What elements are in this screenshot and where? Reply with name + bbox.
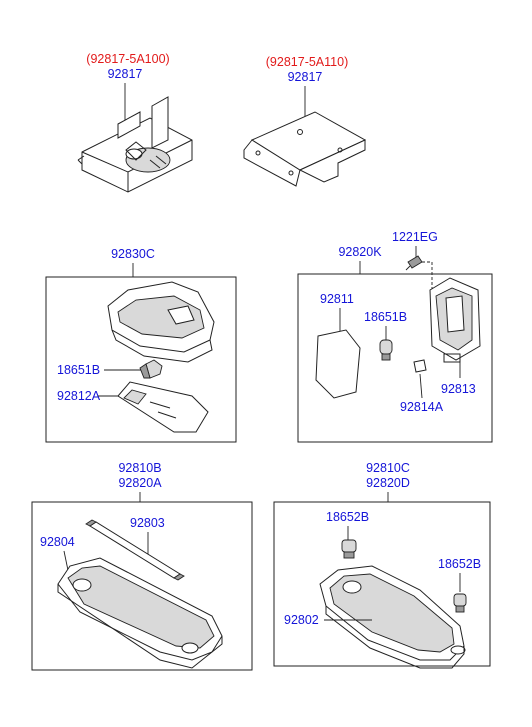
label-92820d: 92820D <box>366 476 410 490</box>
lamp-92802 <box>319 565 466 669</box>
lamp-92830c <box>107 281 215 363</box>
label-92811: 92811 <box>320 292 354 306</box>
label-1221eg: 1221EG <box>392 230 438 244</box>
label-92820k: 92820K <box>338 245 382 259</box>
housing-92813 <box>429 277 481 363</box>
assembly-box-92810b <box>31 501 253 671</box>
assembly-box-92830c <box>45 276 237 443</box>
label-92803: 92803 <box>130 516 165 530</box>
assembly-box-92820k <box>297 273 493 443</box>
label-18652b-top: 18652B <box>326 510 369 524</box>
bulb-18652b-top <box>341 539 357 559</box>
assembly-box-92810c <box>273 501 491 667</box>
label-18651b-right: 18651B <box>364 310 407 324</box>
label-92820a: 92820A <box>118 476 162 490</box>
label-92817-right: 92817 <box>288 70 323 84</box>
bulb-18651b-right <box>379 339 393 361</box>
label-92817-5a100: (92817-5A100) <box>86 52 169 66</box>
label-92817-left: 92817 <box>108 67 143 81</box>
label-92830c: 92830C <box>111 247 155 261</box>
label-92810c: 92810C <box>366 461 410 475</box>
label-92804: 92804 <box>40 535 75 549</box>
label-92813: 92813 <box>441 382 476 396</box>
bracket-92817-5a110: (92817-5A110) 92817 <box>243 55 367 187</box>
label-92810b: 92810B <box>118 461 161 475</box>
lens-92811 <box>315 329 361 399</box>
clip-92814a <box>413 359 427 373</box>
label-92814a: 92814A <box>400 400 444 414</box>
screw-1221eg <box>405 255 423 271</box>
bulb-18651b-left <box>139 359 163 379</box>
tube-92803 <box>85 519 185 581</box>
bulb-18652b-right <box>453 593 467 613</box>
label-92817-5a110: (92817-5A110) <box>266 55 348 69</box>
label-92802: 92802 <box>284 613 319 627</box>
lamp-92804 <box>57 557 223 669</box>
lens-92812a <box>117 381 209 433</box>
label-18651b-left: 18651B <box>57 363 100 377</box>
label-92812a: 92812A <box>57 389 101 403</box>
label-18652b-right: 18652B <box>438 557 481 571</box>
bracket-92817-5a100: (92817-5A100) 92817 <box>77 52 193 193</box>
